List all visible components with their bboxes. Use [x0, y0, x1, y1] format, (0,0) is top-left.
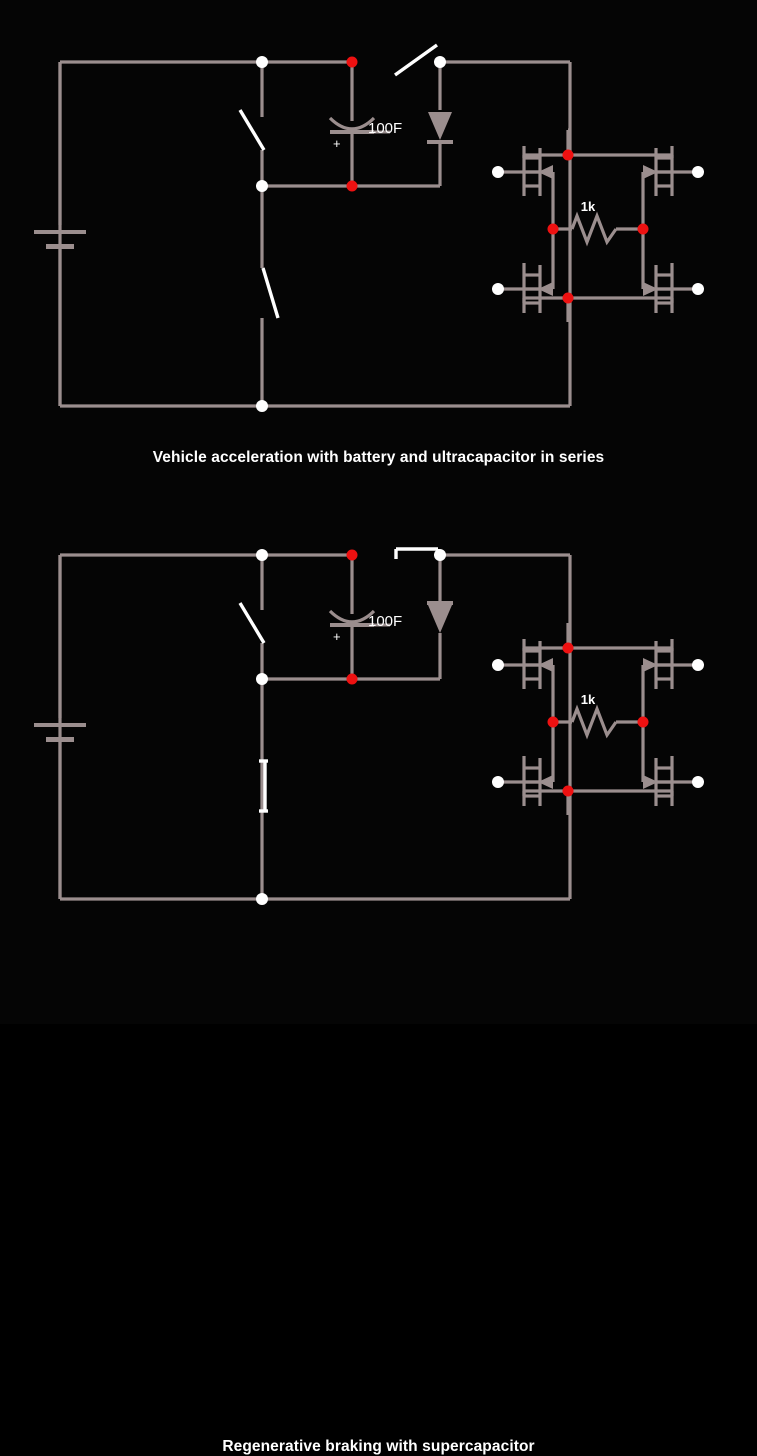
cap-plate-curved: [328, 116, 376, 131]
switch2-middle-blade[interactable]: [238, 602, 266, 644]
node2-top-center: [256, 549, 268, 561]
m2br-arrow: [643, 775, 658, 789]
resistor: 1k: [553, 692, 643, 740]
node2-mid-center: [256, 673, 268, 685]
mbl-gate-terminal[interactable]: [492, 283, 504, 295]
node2-diode-top: [434, 549, 446, 561]
res-zigzag: [570, 211, 618, 247]
m2br-gate-terminal[interactable]: [692, 776, 704, 788]
resistor: 1k: [553, 199, 643, 247]
mosfet-top-right: [641, 146, 704, 229]
battery2-plate-short: [46, 737, 74, 742]
node-mid-center: [256, 180, 268, 192]
circuit-diagram-acceleration: 100F +: [0, 0, 757, 500]
cap-polarity-label: +: [333, 136, 341, 151]
diode2-triangle: [428, 605, 452, 633]
m2tl-gate-terminal[interactable]: [492, 659, 504, 671]
res-value-label: 1k: [581, 199, 596, 214]
switch-bottom[interactable]: [394, 43, 438, 77]
mtr-arrow: [643, 165, 658, 179]
mosfet-top-left: [492, 639, 555, 722]
m2tr-arrow: [643, 658, 658, 672]
switch-top-blade[interactable]: [238, 109, 266, 151]
node-hb-mid-left: [547, 223, 559, 235]
mosfet-top-left: [492, 146, 555, 229]
switch-middle[interactable]: [238, 602, 266, 644]
switch-top[interactable]: [394, 547, 440, 559]
cap2-plate-flat: [330, 623, 374, 627]
res2-zigzag: [570, 704, 618, 740]
node2-cap-bottom: [346, 673, 358, 685]
mosfet-bottom-right: [641, 722, 704, 806]
diode2-bar: [427, 601, 453, 605]
battery: [34, 62, 86, 406]
mosfet-bottom-left: [492, 229, 555, 313]
mbr-gate-terminal[interactable]: [692, 283, 704, 295]
m2bl-arrow: [538, 775, 553, 789]
battery2-plate-long: [34, 723, 86, 727]
node-bottom-center: [256, 400, 268, 412]
diode: [352, 62, 453, 188]
res2-value-label: 1k: [581, 692, 596, 707]
mtr-gate-terminal[interactable]: [692, 166, 704, 178]
m2tl-arrow: [538, 658, 553, 672]
cap2-plate-curved: [328, 609, 376, 624]
node-cap-bottom: [346, 180, 358, 192]
switch-bottom[interactable]: [259, 759, 268, 813]
schematic-regenerative: 100F +: [34, 547, 704, 905]
node-top-center: [256, 56, 268, 68]
node2-cap-top: [346, 549, 358, 561]
mtl-gate-terminal[interactable]: [492, 166, 504, 178]
diode-triangle: [428, 112, 452, 140]
h-bridge: 1k: [492, 128, 704, 322]
cap2-value-label: 100F: [368, 613, 402, 630]
mosfet-top-right: [641, 639, 704, 722]
node2-hb-mid-left: [547, 716, 559, 728]
cap-plate-flat: [330, 130, 374, 134]
switch-middle-blade[interactable]: [261, 267, 280, 319]
node-cap-top: [346, 56, 358, 68]
switch-middle[interactable]: [261, 267, 280, 319]
schematic-acceleration: 100F +: [34, 43, 704, 412]
node-hb-mid-right: [637, 223, 649, 235]
cap2-polarity-label: +: [333, 629, 341, 644]
caption-regenerative: Regenerative braking with supercapacitor: [222, 1438, 535, 1455]
m2tr-gate-terminal[interactable]: [692, 659, 704, 671]
m2bl-gate-terminal[interactable]: [492, 776, 504, 788]
node-hb-bottom: [562, 292, 574, 304]
switch-top[interactable]: [238, 109, 266, 151]
node2-hb-top: [562, 642, 574, 654]
node2-bottom-center: [256, 893, 268, 905]
battery-plate-short: [46, 244, 74, 249]
diode: [352, 555, 453, 681]
node2-hb-bottom: [562, 785, 574, 797]
caption-acceleration: Vehicle acceleration with battery and ul…: [152, 449, 605, 466]
supercapacitor: 100F +: [328, 62, 402, 186]
mosfet-bottom-left: [492, 722, 555, 806]
h-bridge: 1k: [492, 623, 704, 815]
switch-bottom-blade[interactable]: [394, 43, 438, 77]
circuit-diagram-regenerative: 100F +: [0, 493, 757, 1455]
node-diode-top: [434, 56, 446, 68]
supercapacitor: 100F +: [328, 555, 402, 679]
mtl-arrow: [538, 165, 553, 179]
diode-bar: [427, 140, 453, 144]
battery: [34, 555, 86, 899]
node-hb-top: [562, 149, 574, 161]
battery-plate-long: [34, 230, 86, 234]
node2-hb-mid-right: [637, 716, 649, 728]
mbl-arrow: [538, 282, 553, 296]
mbr-arrow: [643, 282, 658, 296]
cap-value-label: 100F: [368, 120, 402, 137]
mosfet-bottom-right: [641, 229, 704, 313]
